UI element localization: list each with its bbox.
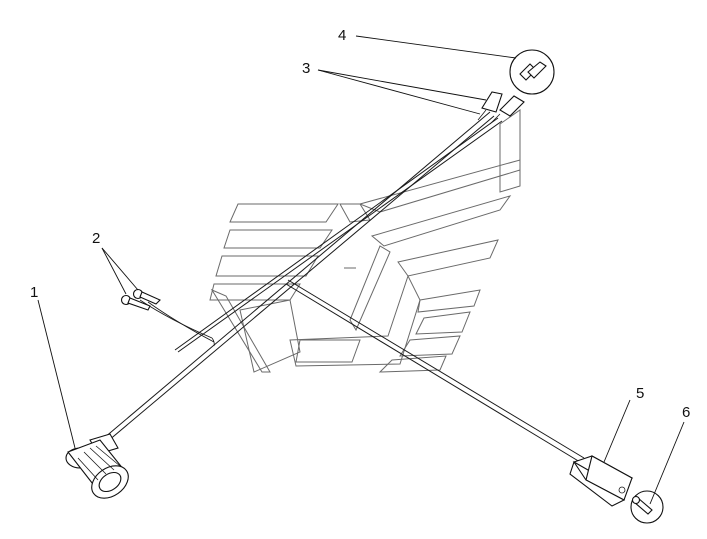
ring-terminals [120, 288, 161, 311]
screw-detail [630, 490, 664, 524]
callout-5: 5 [636, 385, 644, 402]
spade-terminals [477, 91, 525, 125]
rect-connector [569, 455, 634, 507]
watermark-logo [209, 109, 521, 373]
leader-lines [37, 35, 685, 505]
callout-2: 2 [92, 230, 100, 247]
callout-6: 6 [682, 404, 690, 421]
callout-3: 3 [302, 60, 310, 77]
callout-4: 4 [338, 27, 346, 44]
callout-labels: 1 2 3 4 5 6 [30, 27, 690, 421]
terminal-detail [509, 49, 555, 95]
callout-1: 1 [30, 284, 38, 301]
round-connector [65, 433, 129, 499]
harness-wires [103, 111, 585, 463]
